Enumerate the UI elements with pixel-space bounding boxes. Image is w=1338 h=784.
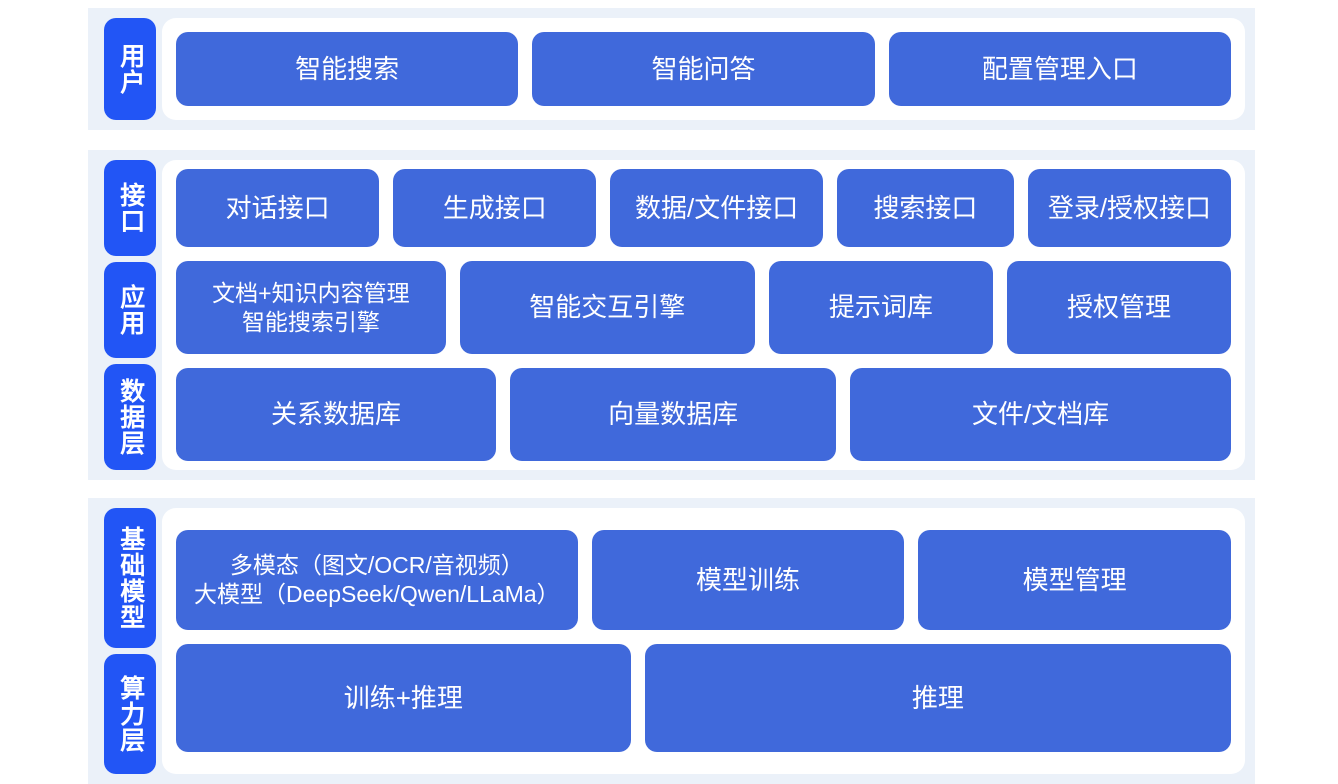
layer-label-compute: 算力层 [104, 654, 156, 774]
node-inference[interactable]: 推理 [644, 644, 1231, 752]
node-training-and-inference[interactable]: 训练+推理 [176, 644, 631, 752]
node-doc-knowledge-management[interactable]: 文档+知识内容管理 智能搜索引擎 [176, 261, 446, 354]
layer-label-interface: 接口 [104, 160, 156, 256]
layer-label-foundation-model: 基础模型 [104, 508, 156, 648]
label-rail-infrastructure: 基础模型 算力层 [88, 498, 156, 784]
row-data: 关系数据库 向量数据库 文件/文档库 [176, 368, 1231, 461]
row-foundation-model: 多模态（图文/OCR/音视频） 大模型（DeepSeek/Qwen/LLaMa）… [176, 530, 1232, 630]
layer-label-application: 应用 [104, 262, 156, 358]
row-user: 智能搜索 智能问答 配置管理入口 [176, 32, 1231, 106]
layer-label-user: 用户 [104, 18, 156, 120]
panel-user: 智能搜索 智能问答 配置管理入口 [162, 18, 1245, 120]
panel-platform: 对话接口 生成接口 数据/文件接口 搜索接口 登录/授权接口 文档+知识内容管理… [162, 160, 1245, 470]
node-vector-database[interactable]: 向量数据库 [510, 368, 837, 461]
layer-group-infrastructure: 基础模型 算力层 多模态（图文/OCR/音视频） 大模型（DeepSeek/Qw… [88, 498, 1255, 784]
node-auth-api[interactable]: 登录/授权接口 [1027, 169, 1232, 247]
node-model-management[interactable]: 模型管理 [918, 530, 1232, 630]
node-authorization-management[interactable]: 授权管理 [1006, 261, 1231, 354]
label-rail-platform: 接口 应用 数据层 [88, 150, 156, 480]
layer-group-platform: 接口 应用 数据层 对话接口 生成接口 数据/文件接口 搜索接口 登录/授权接口… [88, 150, 1255, 480]
label-rail-user: 用户 [88, 8, 156, 130]
node-smart-interaction-engine[interactable]: 智能交互引擎 [459, 261, 755, 354]
node-smart-qa[interactable]: 智能问答 [532, 32, 875, 106]
node-config-management-entry[interactable]: 配置管理入口 [888, 32, 1231, 106]
layer-label-data: 数据层 [104, 364, 156, 470]
node-multimodal-large-model[interactable]: 多模态（图文/OCR/音视频） 大模型（DeepSeek/Qwen/LLaMa） [176, 530, 578, 630]
row-application: 文档+知识内容管理 智能搜索引擎 智能交互引擎 提示词库 授权管理 [176, 261, 1231, 354]
layer-group-user: 用户 智能搜索 智能问答 配置管理入口 [88, 8, 1255, 130]
node-file-document-store[interactable]: 文件/文档库 [850, 368, 1231, 461]
node-model-training[interactable]: 模型训练 [591, 530, 905, 630]
row-compute: 训练+推理 推理 [176, 644, 1231, 752]
node-smart-search[interactable]: 智能搜索 [176, 32, 519, 106]
node-data-file-api[interactable]: 数据/文件接口 [610, 169, 823, 247]
node-prompt-library[interactable]: 提示词库 [768, 261, 993, 354]
node-search-api[interactable]: 搜索接口 [836, 169, 1014, 247]
row-interface: 对话接口 生成接口 数据/文件接口 搜索接口 登录/授权接口 [176, 169, 1232, 247]
node-dialog-api[interactable]: 对话接口 [176, 169, 380, 247]
panel-infrastructure: 多模态（图文/OCR/音视频） 大模型（DeepSeek/Qwen/LLaMa）… [162, 508, 1245, 774]
node-generate-api[interactable]: 生成接口 [393, 169, 597, 247]
node-relational-database[interactable]: 关系数据库 [176, 368, 497, 461]
